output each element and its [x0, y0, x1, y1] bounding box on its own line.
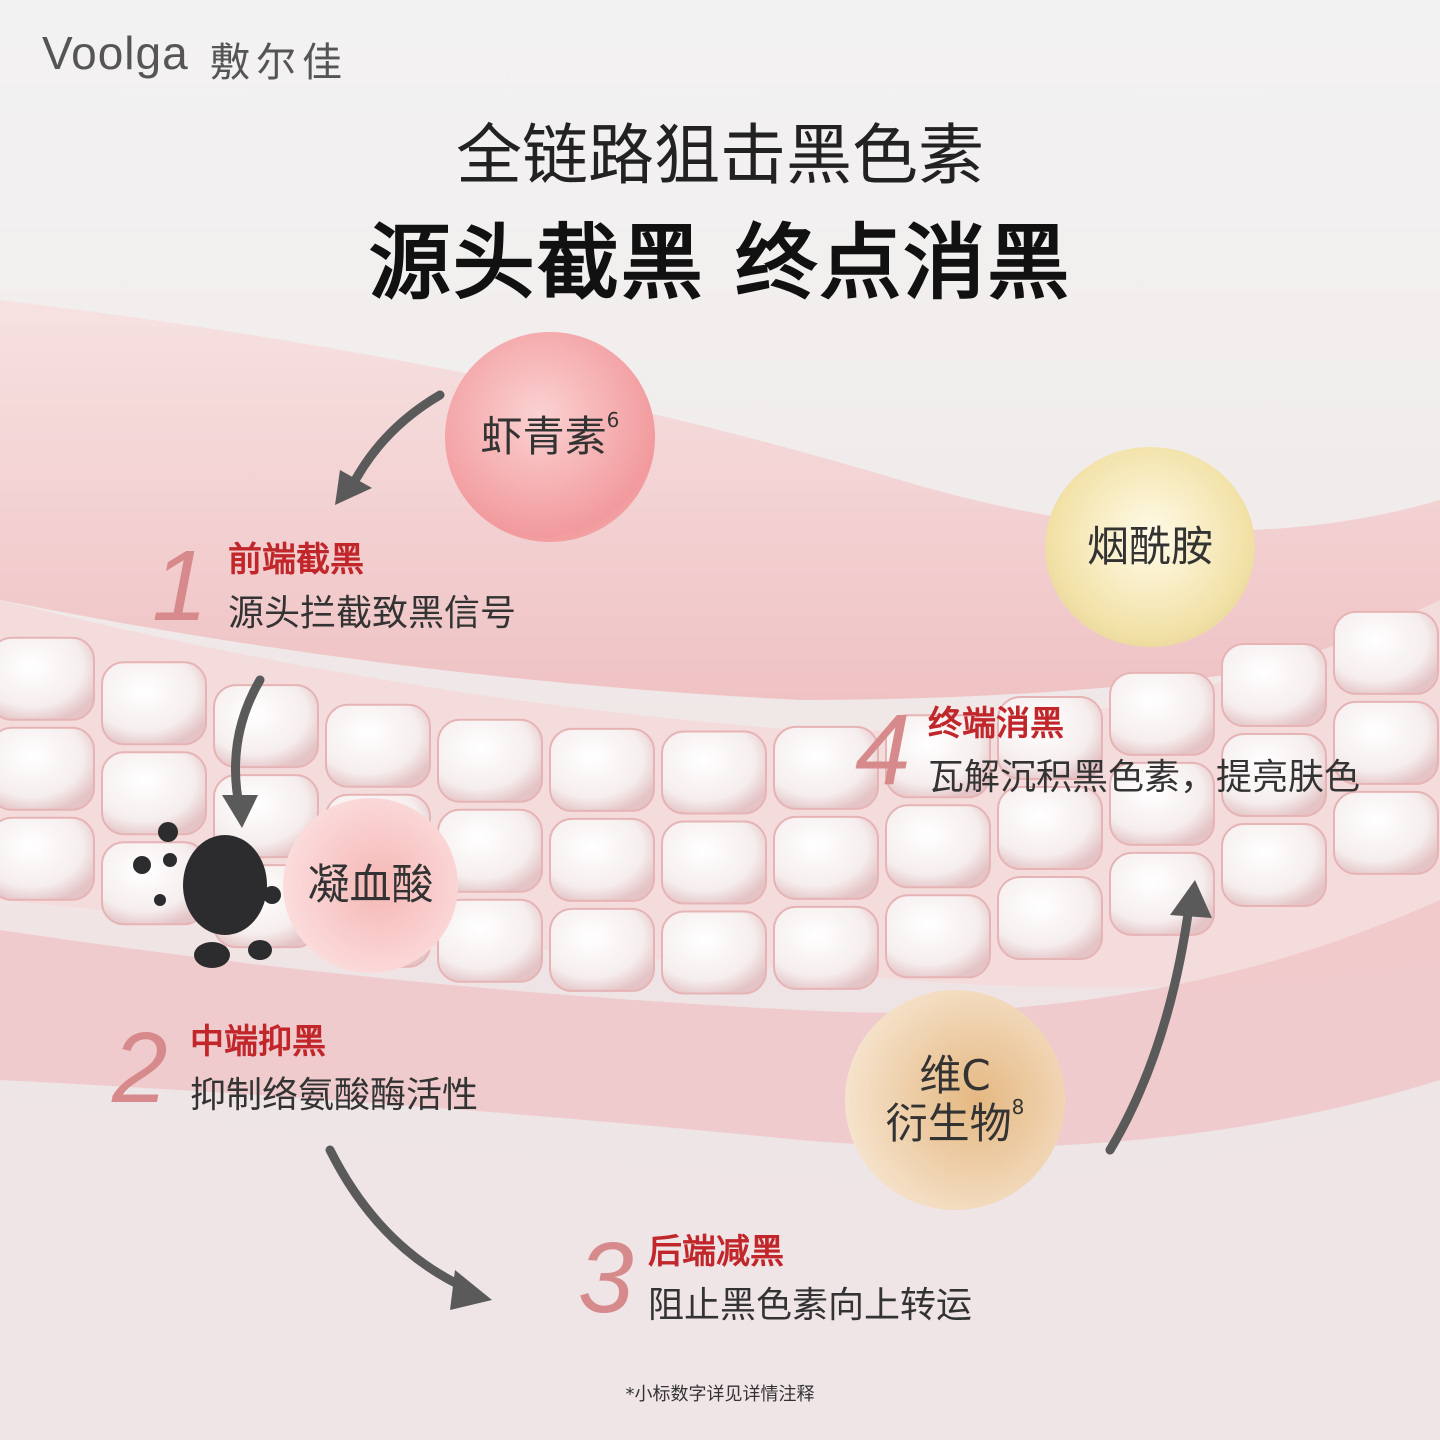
ingredient-label: 凝血酸	[307, 860, 434, 910]
skin-cell	[325, 703, 431, 788]
headline-line2: 源头截黑 终点消黑	[368, 216, 1072, 311]
skin-cell	[101, 751, 207, 836]
step-title: 中端抑黑	[190, 1022, 326, 1062]
skin-cell	[1109, 671, 1215, 756]
ingredient-label-line2: 衍生物	[885, 1099, 1012, 1148]
skin-cell	[0, 726, 95, 811]
arrow-3	[325, 1145, 475, 1295]
arrow-1	[345, 390, 445, 495]
skin-cell	[0, 636, 95, 721]
skin-cell	[437, 718, 543, 803]
dermis-layer	[0, 900, 1440, 1148]
arrowhead-1	[335, 470, 372, 505]
skin-cell	[885, 714, 991, 799]
skin-cell	[773, 905, 879, 990]
arrow-2	[231, 675, 265, 815]
step-desc: 瓦解沉积黑色素，提亮肤色	[928, 757, 1361, 798]
ingredient-astaxanthin: 虾青素6	[445, 332, 655, 542]
brand-logo-en: Voolga	[42, 27, 189, 79]
skin-cell	[661, 820, 767, 905]
footnote-marker: 6	[606, 407, 620, 432]
skin-cell	[1221, 823, 1327, 908]
skin-cell	[661, 730, 767, 815]
skin-cell	[1221, 643, 1327, 728]
skin-cell	[661, 910, 767, 995]
arrowhead-4	[1170, 880, 1212, 918]
step-number: 3	[578, 1222, 634, 1334]
ingredient-tranexamic-acid: 凝血酸	[283, 798, 458, 973]
step-desc: 阻止黑色素向上转运	[648, 1285, 973, 1326]
step-title: 前端截黑	[228, 540, 364, 580]
arrowhead-2	[222, 795, 258, 828]
skin-cell	[1333, 610, 1439, 695]
footnote: *小标数字详见详情注释	[625, 1384, 815, 1405]
step-desc: 源头拦截致黑信号	[228, 593, 517, 634]
ingredient-niacinamide: 烟酰胺	[1045, 447, 1255, 647]
ingredient-label-line1: 维C	[919, 1050, 991, 1100]
ingredient-label: 虾青素	[480, 411, 607, 461]
melanin-particles	[133, 822, 281, 968]
headline-line1: 全链路狙击黑色素	[456, 117, 984, 194]
skin-cell	[1333, 700, 1439, 785]
skin-cell	[885, 804, 991, 889]
ingredient-label: 烟酰胺	[1086, 521, 1213, 571]
skin-cell	[549, 727, 655, 812]
step-number: 4	[855, 694, 911, 806]
skin-cell	[1333, 790, 1439, 875]
step-title: 终端消黑	[928, 704, 1064, 744]
skin-cell	[997, 876, 1103, 961]
fiber-layer	[0, 1100, 1440, 1440]
skin-cell	[1221, 733, 1327, 818]
step-title: 后端减黑	[648, 1232, 784, 1272]
skin-cell	[885, 894, 991, 979]
skin-cell	[101, 661, 207, 746]
arrowhead-3	[450, 1270, 492, 1310]
skin-cell	[213, 684, 319, 769]
skin-cell	[549, 907, 655, 992]
step-number: 1	[152, 530, 208, 642]
step-number: 2	[112, 1012, 168, 1124]
skin-cell	[997, 786, 1103, 871]
skin-cell	[997, 696, 1103, 781]
skin-cell	[773, 725, 879, 810]
step-desc: 抑制络氨酸酶活性	[190, 1075, 479, 1116]
skin-cell	[773, 815, 879, 900]
footnote-marker: 8	[1011, 1095, 1025, 1119]
skin-cell	[0, 816, 95, 901]
arrow-4	[1105, 895, 1195, 1155]
skin-cell	[1109, 761, 1215, 846]
skin-cell	[549, 817, 655, 902]
brand-logo-cn: 敷尔佳	[210, 40, 348, 86]
